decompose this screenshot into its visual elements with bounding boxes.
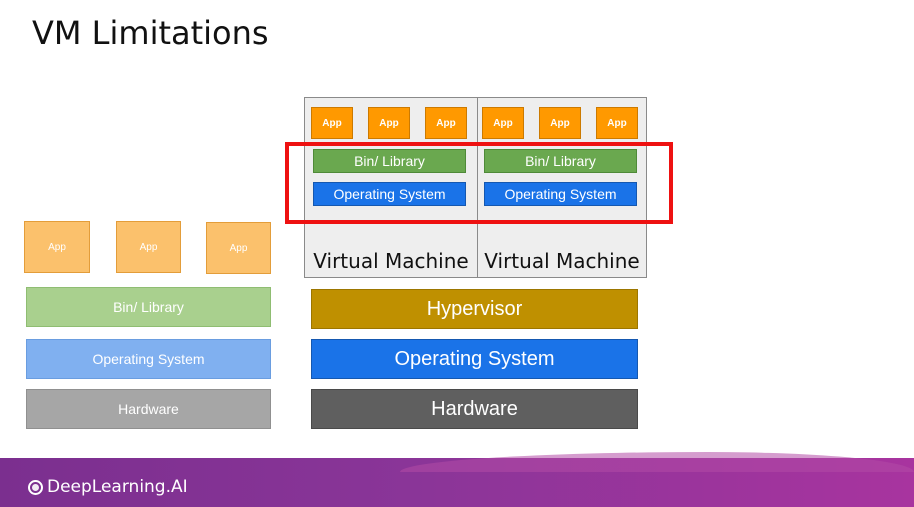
host-hardware: Hardware bbox=[311, 389, 638, 429]
left-app-2: App bbox=[116, 221, 181, 273]
left-operating-system: Operating System bbox=[26, 339, 271, 379]
brand-logo: DeepLearning.AI bbox=[28, 477, 188, 497]
vm2-bin-library: Bin/ Library bbox=[484, 149, 637, 173]
vm2-app-3: App bbox=[596, 107, 638, 139]
vm1-app-1: App bbox=[311, 107, 353, 139]
vm2-operating-system: Operating System bbox=[484, 182, 637, 206]
slide-title: VM Limitations bbox=[32, 14, 269, 52]
limitation-highlight-frame bbox=[285, 142, 673, 224]
footer-wave-decoration bbox=[400, 452, 914, 472]
vm-divider bbox=[477, 98, 478, 277]
left-app-3: App bbox=[206, 222, 271, 274]
left-hardware: Hardware bbox=[26, 389, 271, 429]
vm1-label: Virtual Machine bbox=[313, 249, 469, 273]
vm1-app-3: App bbox=[425, 107, 467, 139]
vm2-label: Virtual Machine bbox=[484, 249, 640, 273]
vm2-app-2: App bbox=[539, 107, 581, 139]
vm1-bin-library: Bin/ Library bbox=[313, 149, 466, 173]
vm1-app-2: App bbox=[368, 107, 410, 139]
vm1-operating-system: Operating System bbox=[313, 182, 466, 206]
deeplearning-logo-icon bbox=[28, 479, 43, 495]
brand-name: DeepLearning.AI bbox=[47, 477, 188, 497]
hypervisor-layer: Hypervisor bbox=[311, 289, 638, 329]
left-bin-library: Bin/ Library bbox=[26, 287, 271, 327]
host-operating-system: Operating System bbox=[311, 339, 638, 379]
left-app-1: App bbox=[24, 221, 90, 273]
vm2-app-1: App bbox=[482, 107, 524, 139]
